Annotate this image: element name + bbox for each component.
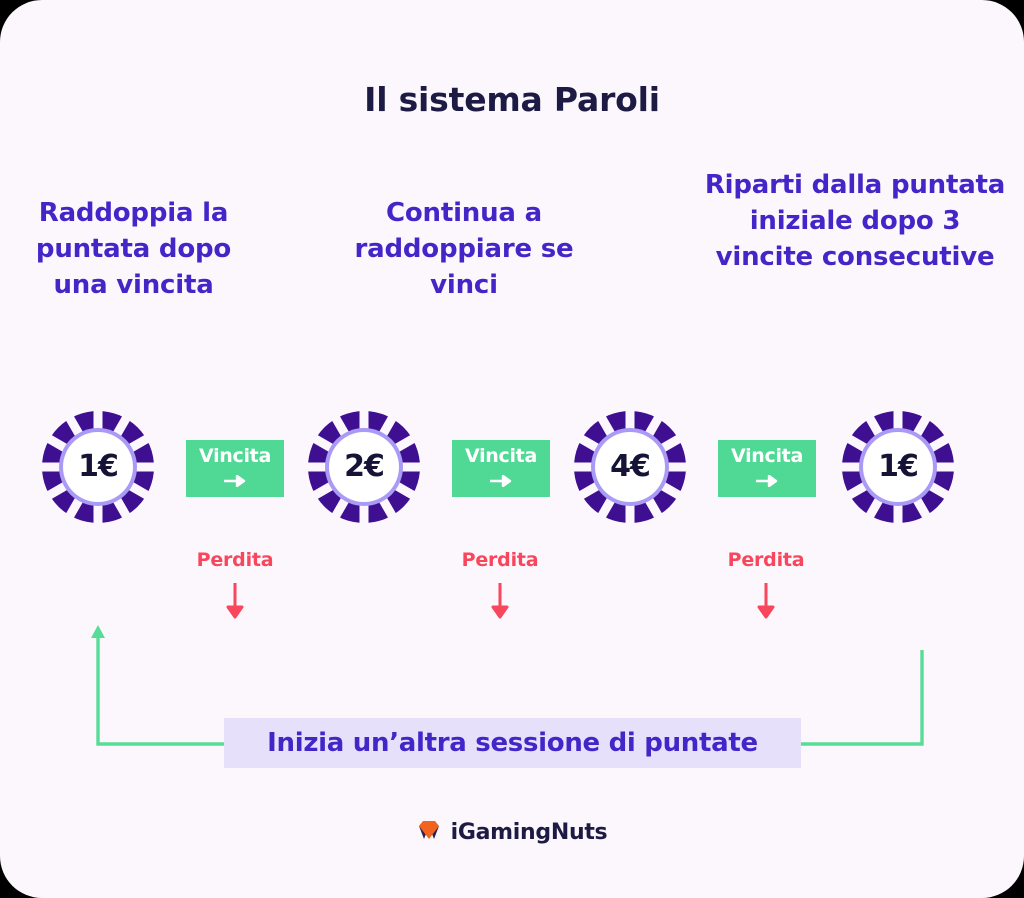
win-transition-1: Vincita <box>186 440 284 497</box>
return-loop-path <box>80 618 940 758</box>
chip-value-2: 2€ <box>344 448 385 484</box>
footer-brand: iGamingNuts <box>0 818 1024 846</box>
arrow-right-icon <box>756 474 778 490</box>
betting-chip-1: 1€ <box>40 409 156 525</box>
loss-label-1: Perdita <box>196 549 274 571</box>
chip-ring-icon <box>572 409 688 525</box>
betting-chip-2: 2€ <box>306 409 422 525</box>
chip-value-1: 1€ <box>78 448 119 484</box>
step-heading-2: Continua a raddoppiare se vinci <box>354 198 574 300</box>
arrow-right-icon <box>490 474 512 490</box>
arrow-down-icon <box>754 583 778 619</box>
brand-name: iGamingNuts <box>450 819 608 845</box>
loss-label-2: Perdita <box>461 549 539 571</box>
restart-banner: Inizia un’altra sessione di puntate <box>224 718 801 768</box>
step-heading-1: Raddoppia la puntata dopo una vincita <box>35 198 232 300</box>
arrow-down-icon <box>488 583 512 619</box>
betting-chip-3: 4€ <box>572 409 688 525</box>
win-transition-2: Vincita <box>452 440 550 497</box>
win-label-3: Vincita <box>731 445 803 467</box>
page-title: Il sistema Paroli <box>364 80 660 119</box>
step-heading-3: Riparti dalla puntata iniziale dopo 3 vi… <box>704 170 1006 272</box>
win-label-2: Vincita <box>465 445 537 467</box>
win-label-1: Vincita <box>199 445 271 467</box>
betting-chip-4: 1€ <box>840 409 956 525</box>
arrow-down-icon <box>223 583 247 619</box>
arrow-right-icon <box>224 474 246 490</box>
restart-banner-label: Inizia un’altra sessione di puntate <box>267 728 758 758</box>
win-transition-3: Vincita <box>718 440 816 497</box>
chip-value-3: 4€ <box>610 448 651 484</box>
chip-value-4: 1€ <box>878 448 919 484</box>
chip-ring-icon <box>40 409 156 525</box>
chip-ring-icon <box>840 409 956 525</box>
chip-ring-icon <box>306 409 422 525</box>
loss-label-3: Perdita <box>727 549 805 571</box>
gem-icon <box>417 818 441 846</box>
arrow-up-icon <box>91 625 105 638</box>
